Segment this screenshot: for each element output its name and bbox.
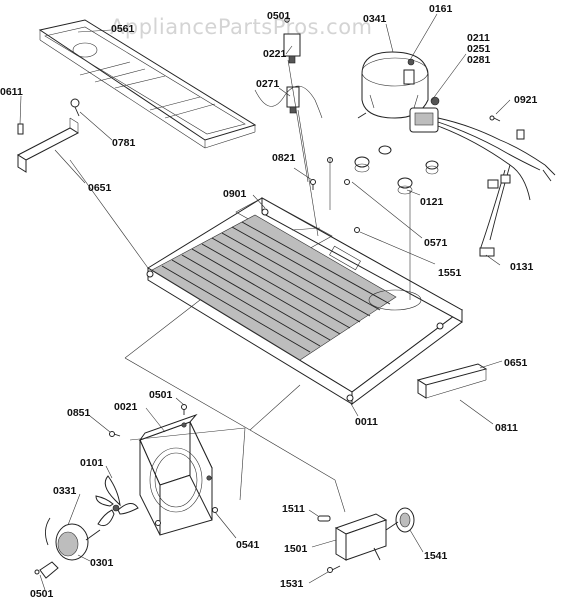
grommets-part[interactable] <box>354 145 439 195</box>
wire-harness-part[interactable] <box>437 117 556 257</box>
callout-0501-bottom: 0501 <box>30 588 54 600</box>
fan-blade-part[interactable] <box>95 475 139 527</box>
screw-0821-part[interactable] <box>310 179 316 191</box>
callout-0011: 0011 <box>355 416 378 428</box>
screw-0541-part[interactable] <box>155 507 218 526</box>
callout-0211: 0211 <box>467 32 490 44</box>
screw-1531-part[interactable] <box>327 565 341 573</box>
fan-motor-part[interactable] <box>34 517 101 579</box>
watermark: AppliancePartsPros.com <box>110 15 373 39</box>
callout-0821: 0821 <box>272 152 296 164</box>
callout-0281: 0281 <box>467 54 491 66</box>
leader-lines-fan <box>39 397 246 591</box>
compressor-part[interactable] <box>357 51 433 119</box>
heater-assembly-part[interactable] <box>334 507 415 561</box>
callout-0131: 0131 <box>510 261 534 273</box>
callout-0651-right: 0651 <box>504 357 528 369</box>
callout-0851: 0851 <box>67 407 91 419</box>
callout-1541: 1541 <box>424 550 448 562</box>
leader-lines-top <box>19 13 511 513</box>
clip-0611-part[interactable] <box>17 123 24 135</box>
callout-0221: 0221 <box>263 48 287 60</box>
callout-0611: 0611 <box>0 86 23 98</box>
callout-0571: 0571 <box>424 237 448 249</box>
callout-0251: 0251 <box>467 43 491 55</box>
callout-1531: 1531 <box>280 578 304 590</box>
screw-0781-part[interactable] <box>70 98 80 117</box>
screw-1511-part[interactable] <box>317 515 331 522</box>
drain-pan-part[interactable] <box>38 19 257 149</box>
callout-labels: 0561 0501 0341 0161 0211 0251 0281 0221 … <box>0 3 538 600</box>
callout-1551: 1551 <box>438 267 462 279</box>
start-relay-part[interactable] <box>409 96 440 133</box>
callout-1501: 1501 <box>284 543 308 555</box>
fan-shroud-part[interactable] <box>138 413 213 536</box>
callout-0501-top: 0501 <box>267 10 291 22</box>
bracket-left-part[interactable] <box>16 117 80 173</box>
callout-0331: 0331 <box>53 485 77 497</box>
callout-0161: 0161 <box>429 3 453 15</box>
callout-0781: 0781 <box>112 137 136 149</box>
callout-0811: 0811 <box>495 422 518 434</box>
callout-0501-mid: 0501 <box>149 389 173 401</box>
callout-0301: 0301 <box>90 557 114 569</box>
callout-0121: 0121 <box>420 196 444 208</box>
callout-0271: 0271 <box>256 78 280 90</box>
callout-0101: 0101 <box>80 457 104 469</box>
screw-0921-part[interactable] <box>489 115 501 122</box>
callout-0561: 0561 <box>111 23 135 35</box>
callout-0651-left: 0651 <box>88 182 112 194</box>
condenser-base-part[interactable] <box>146 197 463 405</box>
overload-0271-part[interactable] <box>254 85 323 119</box>
screw-0571-part[interactable] <box>327 157 360 233</box>
callout-0021: 0021 <box>114 401 138 413</box>
callout-0921: 0921 <box>514 94 538 106</box>
screw-0501-mid-part[interactable] <box>181 404 187 416</box>
leader-lines-bottom <box>308 509 424 584</box>
callout-0901: 0901 <box>223 188 247 200</box>
callout-0541: 0541 <box>236 539 260 551</box>
callout-1511: 1511 <box>282 503 305 515</box>
callout-0341: 0341 <box>363 13 387 25</box>
screw-0851-part[interactable] <box>109 431 121 437</box>
bracket-right-part[interactable] <box>416 363 488 399</box>
